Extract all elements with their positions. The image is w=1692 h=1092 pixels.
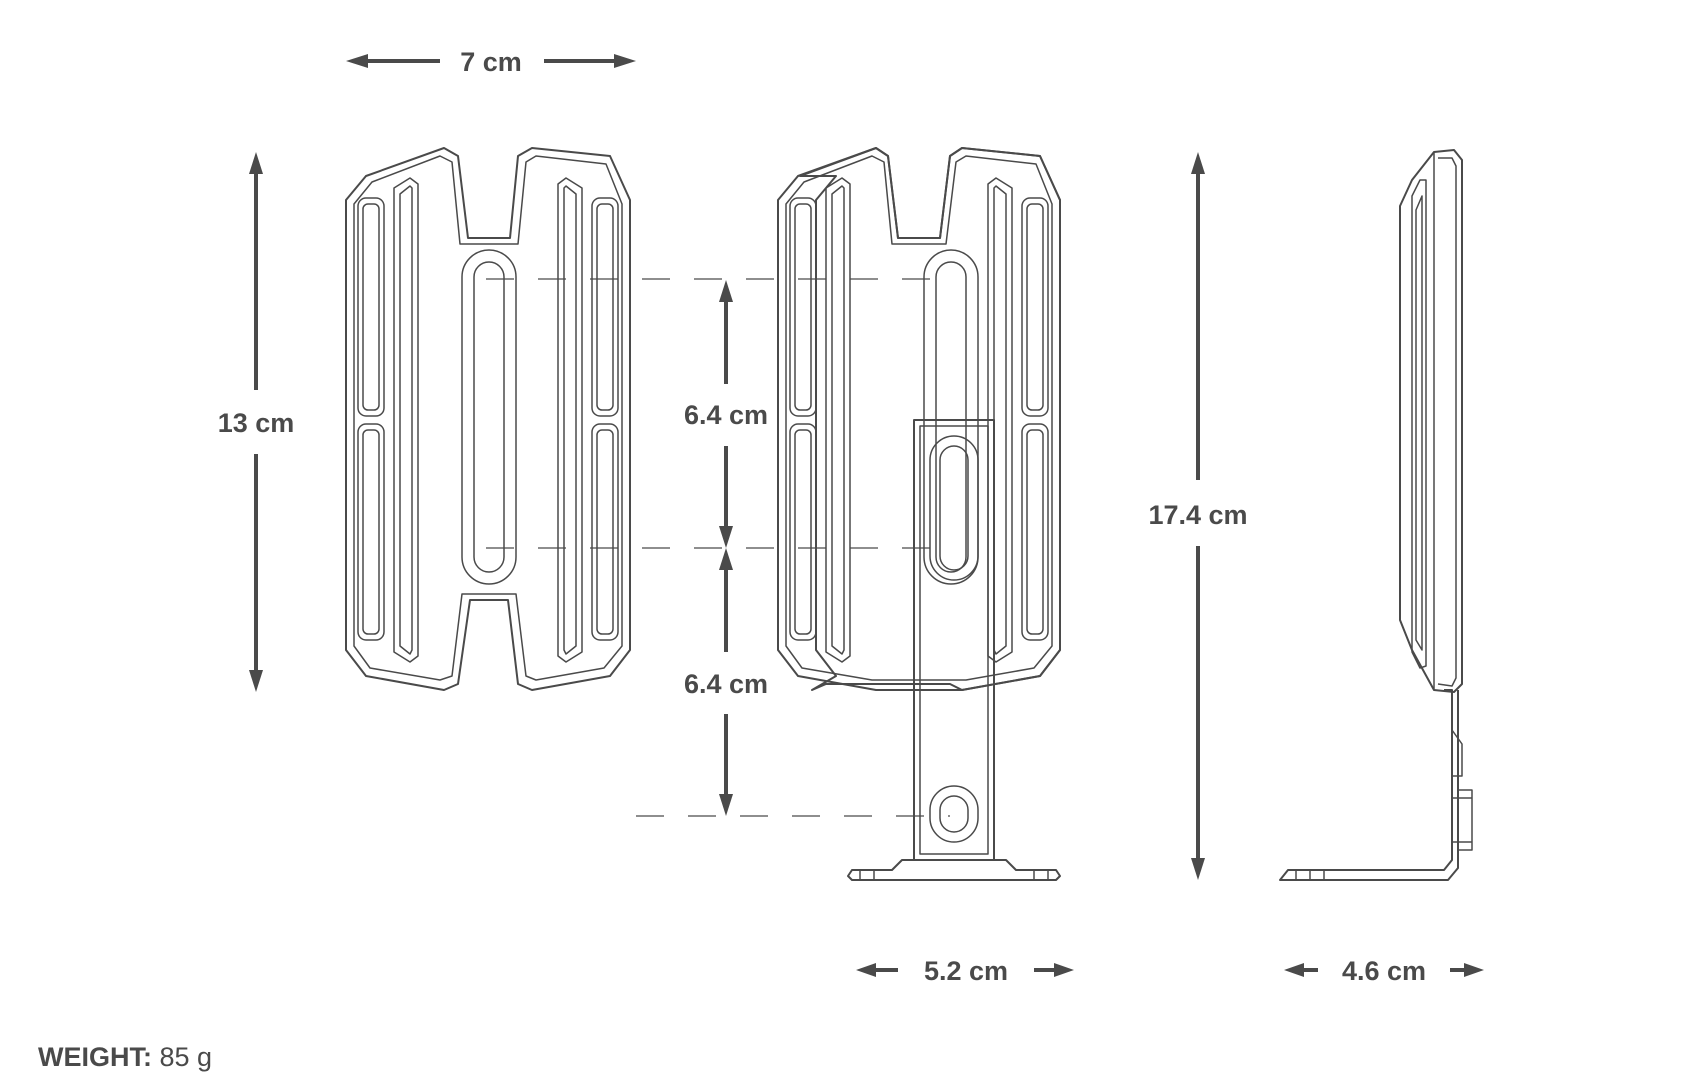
back-view	[777, 147, 1061, 881]
dimension-front-height: 13 cm	[218, 152, 295, 692]
front-height-label: 13 cm	[218, 408, 295, 438]
weight-value: 85 g	[159, 1042, 213, 1072]
dimension-front-width: 7 cm	[346, 47, 636, 77]
dimension-slot-spacing-upper: 6.4 cm	[684, 280, 768, 548]
base-width-label: 5.2 cm	[924, 956, 1008, 986]
total-height-label: 17.4 cm	[1148, 500, 1247, 530]
front-view	[345, 147, 631, 691]
slot-spacing-lower-label: 6.4 cm	[684, 669, 768, 699]
dimension-total-height: 17.4 cm	[1148, 152, 1248, 880]
weight-label: WEIGHT:	[38, 1042, 152, 1072]
side-view	[1279, 149, 1473, 881]
dimension-slot-spacing-lower: 6.4 cm	[684, 548, 768, 816]
side-depth-label: 4.6 cm	[1342, 956, 1426, 986]
reference-lines	[486, 278, 950, 817]
slot-spacing-upper-label: 6.4 cm	[684, 400, 768, 430]
front-width-label: 7 cm	[460, 47, 522, 77]
dimension-side-depth: 4.6 cm	[1284, 956, 1484, 986]
weight-spec: WEIGHT: 85 g	[38, 1042, 212, 1073]
dimension-base-width: 5.2 cm	[856, 956, 1074, 986]
